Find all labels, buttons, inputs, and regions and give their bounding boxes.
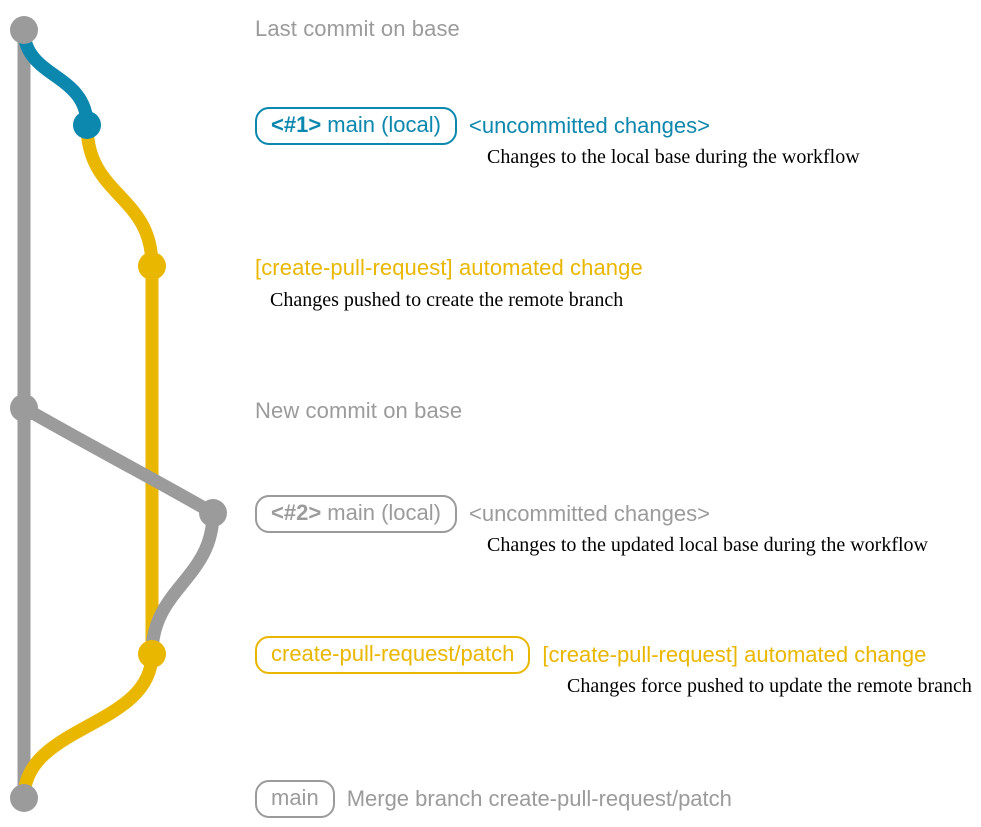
entry-automated-1: [create-pull-request] automated change — [255, 255, 643, 281]
commit-node-automated-change-1[interactable] — [138, 252, 166, 280]
entry-local-1-ref-index: <#1> — [271, 112, 322, 137]
entry-automated-2-subject: [create-pull-request] automated change — [542, 642, 927, 667]
entry-new-commit-subject: New commit on base — [255, 398, 463, 423]
entry-last-commit-subject: Last commit on base — [255, 16, 460, 41]
commit-node-merge-commit[interactable] — [10, 784, 38, 812]
entry-automated-1-description: Changes pushed to create the remote bran… — [270, 289, 624, 311]
commit-node-local-uncommitted-2[interactable] — [199, 499, 227, 527]
entry-local-1-ref-name: main (local) — [321, 112, 441, 137]
entry-automated-1-subject: [create-pull-request] automated change — [255, 255, 643, 280]
commit-node-last-commit-on-base[interactable] — [10, 16, 38, 44]
edge-base-to-local-2 — [17, 401, 220, 520]
entry-automated-2-description: Changes force pushed to update the remot… — [567, 675, 972, 697]
commit-node-new-commit-on-base[interactable] — [10, 394, 38, 422]
commit-node-automated-change-2[interactable] — [138, 640, 166, 668]
entry-automated-2-ref-badge[interactable]: create-pull-request/patch — [255, 636, 531, 674]
edge-patch-2-to-merge — [17, 647, 159, 805]
edge-local-2-to-patch-2 — [145, 506, 220, 661]
entry-local-1-description: Changes to the local base during the wor… — [487, 146, 860, 168]
entry-local-2-ref-index: <#2> — [271, 500, 322, 525]
entry-merge-ref-name: main — [271, 785, 319, 810]
entry-local-2: <#2> main (local) <uncommitted changes> — [255, 495, 710, 533]
edge-base-to-local-1 — [17, 23, 94, 132]
entry-last-commit: Last commit on base — [255, 16, 460, 42]
entry-automated-2: create-pull-request/patch [create-pull-re… — [255, 636, 926, 674]
edge-local-1-to-patch-1 — [80, 118, 159, 273]
entry-merge: main Merge branch create-pull-request/pat… — [255, 780, 732, 818]
entry-merge-subject: Merge branch create-pull-request/patch — [346, 786, 732, 811]
entry-local-1-subject: <uncommitted changes> — [468, 113, 710, 138]
entry-local-2-description: Changes to the updated local base during… — [487, 534, 928, 556]
entry-local-1-ref-badge[interactable]: <#1> main (local) — [255, 107, 457, 145]
entry-local-2-ref-badge[interactable]: <#2> main (local) — [255, 495, 457, 533]
entry-local-1: <#1> main (local) <uncommitted changes> — [255, 107, 710, 145]
entry-merge-ref-badge[interactable]: main — [255, 780, 335, 818]
entry-local-2-subject: <uncommitted changes> — [468, 501, 710, 526]
entry-new-commit: New commit on base — [255, 398, 462, 424]
entry-automated-2-ref-name: create-pull-request/patch — [271, 641, 515, 666]
commit-node-local-uncommitted-1[interactable] — [73, 111, 101, 139]
entry-local-2-ref-name: main (local) — [321, 500, 441, 525]
